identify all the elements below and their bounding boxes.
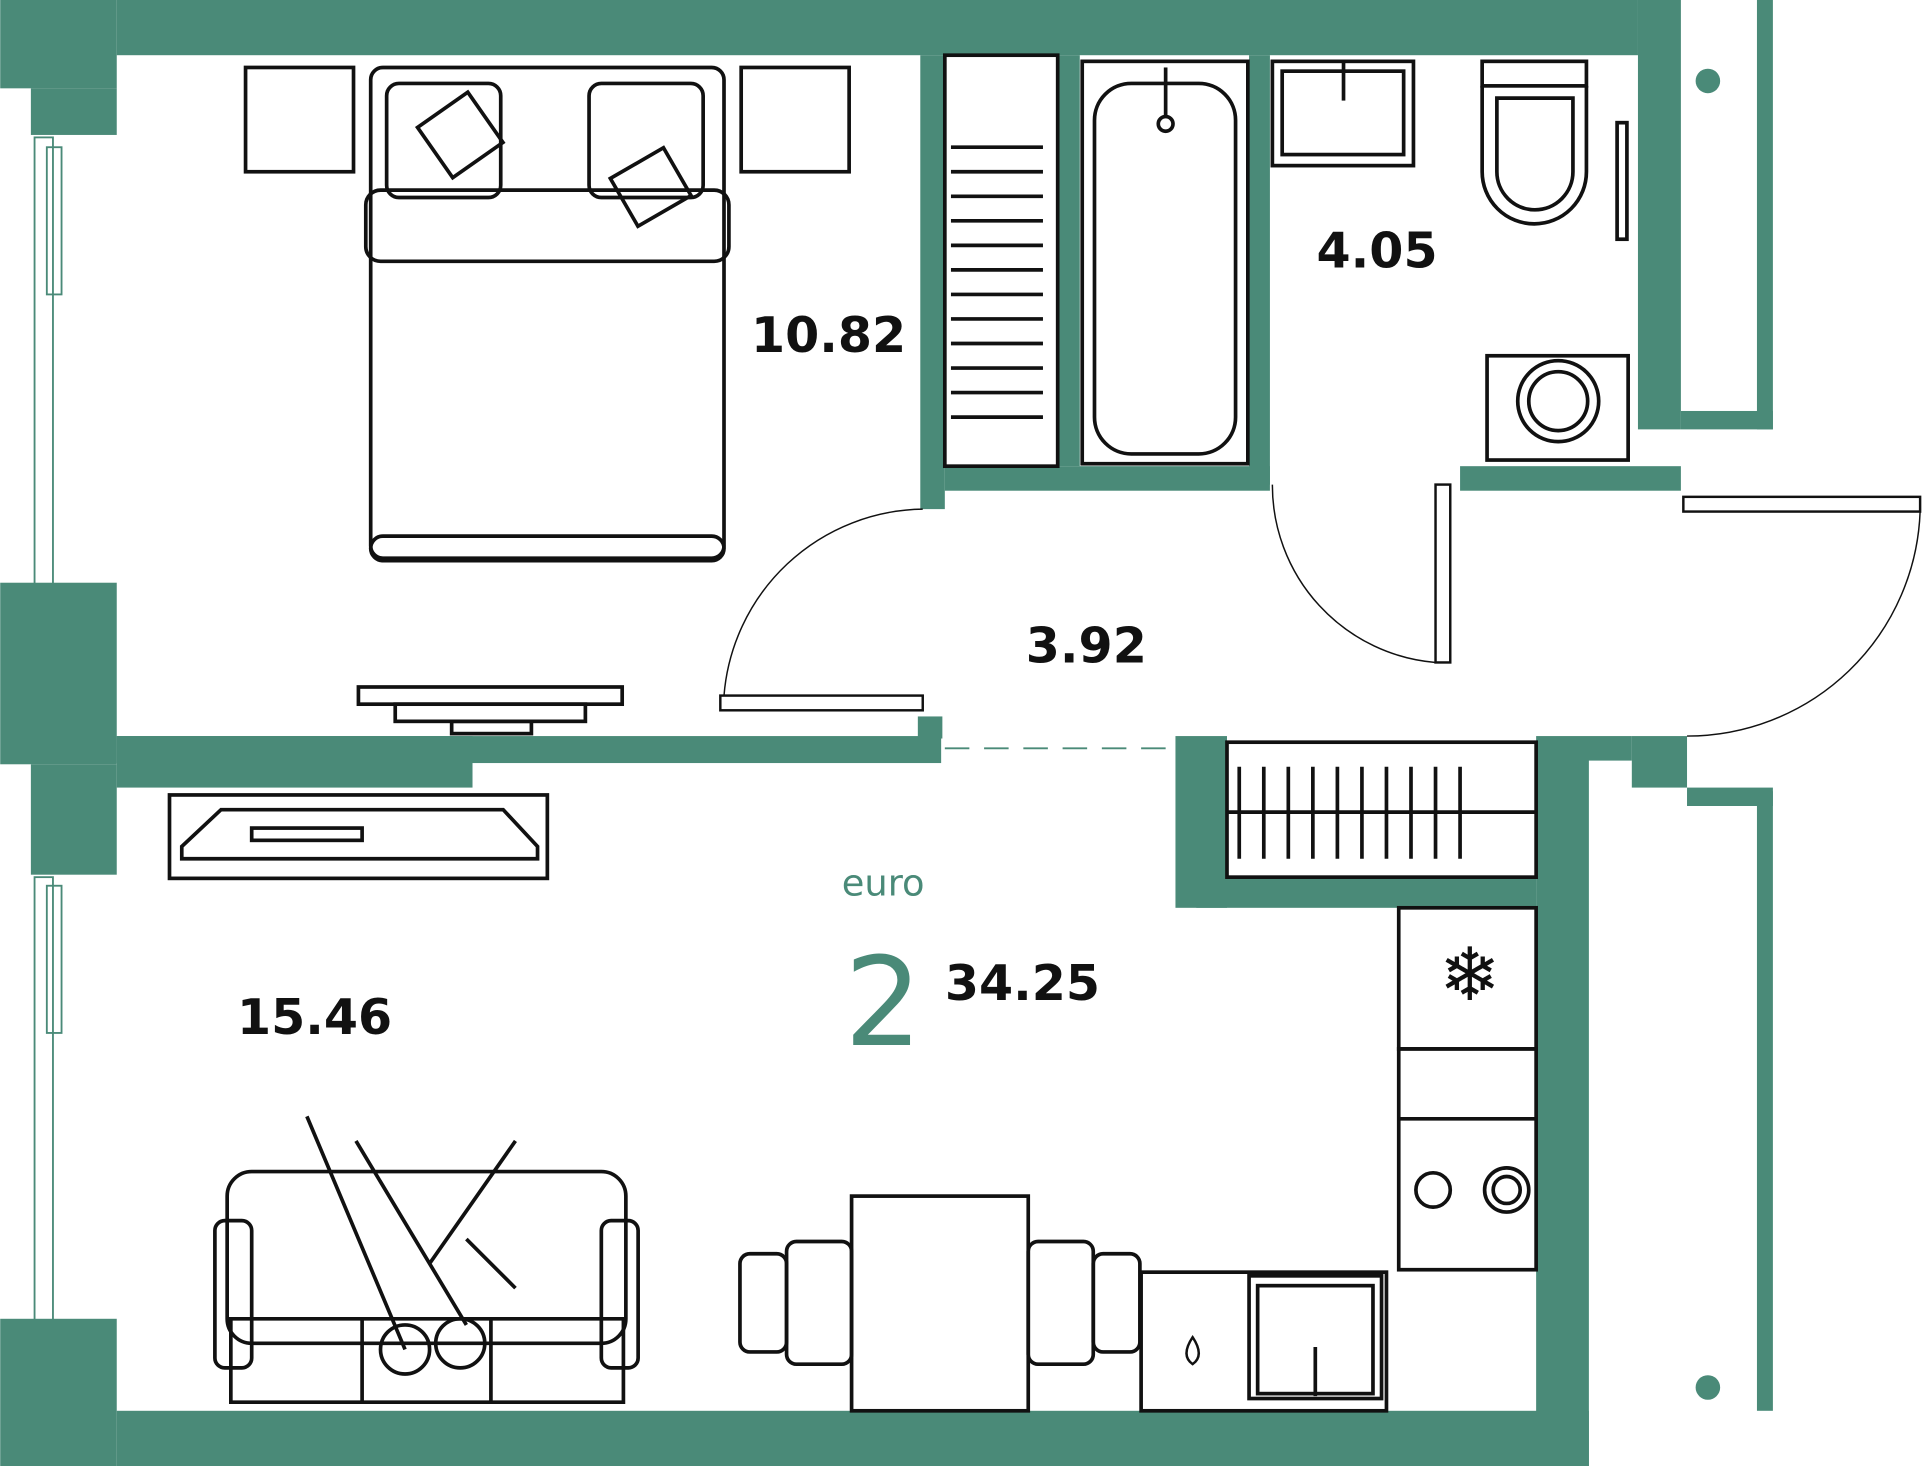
walls — [0, 0, 1773, 1466]
bathtub — [1080, 59, 1250, 466]
marker-dot — [1695, 68, 1721, 94]
snowflake-icon: ❄ — [1439, 934, 1501, 1016]
rooms-count-label: 2 — [844, 931, 922, 1074]
marker-dot — [1695, 1375, 1721, 1400]
kitchen: ❄ — [1139, 905, 1538, 1413]
wardrobe — [942, 53, 1060, 469]
hallway-area-label: 3.92 — [1026, 616, 1147, 674]
doors — [719, 483, 1922, 737]
living-area-label: 15.46 — [237, 988, 392, 1046]
bedroom-area-label: 10.82 — [751, 306, 906, 364]
sink — [1270, 59, 1416, 168]
bed — [243, 65, 851, 563]
toilet — [1480, 59, 1629, 242]
plan-type-label: euro — [842, 862, 925, 905]
washing-machine — [1485, 353, 1630, 462]
radiator — [1225, 740, 1538, 879]
bathroom-area-label: 4.05 — [1317, 221, 1438, 279]
sofa — [213, 1115, 640, 1405]
tv-stand-living — [167, 793, 550, 881]
tv-stand-bedroom — [356, 685, 625, 736]
dining-table — [738, 1194, 1142, 1413]
total-area-label: 34.25 — [945, 954, 1100, 1012]
windows — [33, 136, 1176, 1323]
